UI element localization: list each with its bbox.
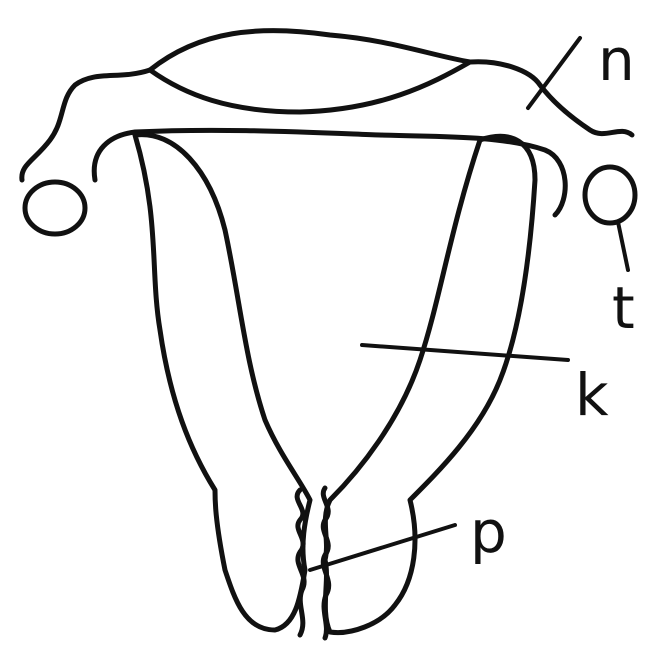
label-k: k [575, 361, 609, 429]
label-line-k [362, 345, 568, 360]
left-wall [135, 135, 310, 630]
left-ovary [25, 182, 85, 234]
top-hatched-region [150, 31, 470, 112]
label-n: n [598, 26, 635, 94]
label-p: p [470, 498, 507, 566]
label-t: t [612, 274, 635, 342]
upper-outline [22, 70, 150, 180]
label-line-t [618, 222, 628, 270]
right-ovary [585, 167, 635, 223]
label-line-p [310, 525, 455, 570]
cavity-top [94, 130, 565, 215]
